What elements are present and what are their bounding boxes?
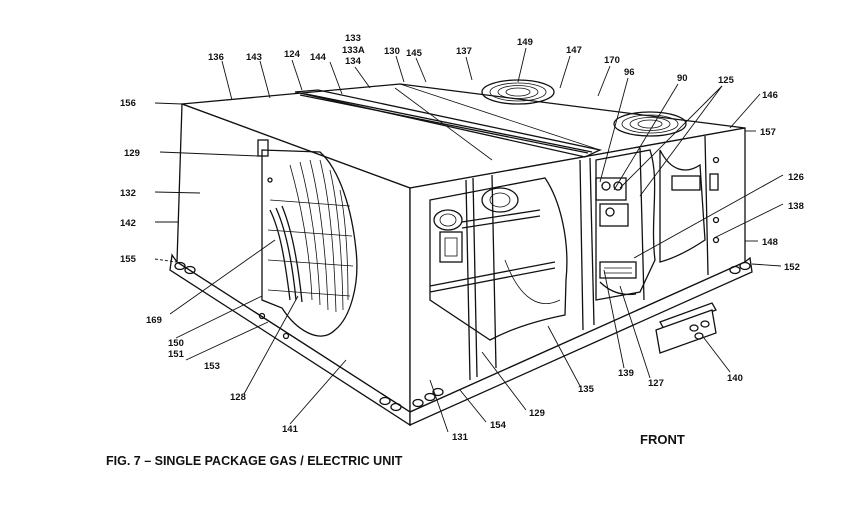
leader-lines — [154, 47, 784, 433]
callout-149: 149 — [517, 37, 533, 48]
callout-153: 153 — [204, 361, 220, 372]
callout-154: 154 — [490, 420, 507, 431]
callout-145: 145 — [406, 48, 423, 59]
callout-156: 156 — [120, 98, 136, 109]
front-label: FRONT — [640, 432, 685, 447]
control-compartment — [595, 149, 720, 301]
callout-169: 169 — [146, 315, 162, 326]
access-panel-detached — [655, 302, 717, 354]
callout-labels: 136 143 124 144 133 133A 134 130 145 137… — [120, 33, 804, 443]
callout-157: 157 — [760, 127, 776, 138]
figure-caption: FIG. 7 – SINGLE PACKAGE GAS / ELECTRIC U… — [106, 454, 403, 468]
base-rail-front — [409, 256, 753, 427]
callout-151: 151 — [168, 349, 185, 360]
callout-146: 146 — [762, 90, 778, 101]
blower-cutaway — [429, 177, 568, 341]
callout-152: 152 — [784, 262, 800, 273]
callout-133: 133 — [345, 33, 361, 44]
callout-136: 136 — [208, 52, 224, 63]
callout-129-top: 129 — [124, 148, 140, 159]
callout-148: 148 — [762, 237, 778, 248]
callout-129-bottom: 129 — [529, 408, 545, 419]
callout-137: 137 — [456, 46, 472, 57]
callout-90: 90 — [677, 73, 688, 84]
callout-139: 139 — [618, 368, 634, 379]
callout-155: 155 — [120, 254, 137, 265]
callout-144: 144 — [310, 52, 327, 63]
callout-133a: 133A — [342, 45, 365, 56]
callout-128: 128 — [230, 392, 246, 403]
callout-170: 170 — [604, 55, 620, 66]
callout-125: 125 — [718, 75, 735, 86]
callout-96: 96 — [624, 67, 635, 78]
unit-body — [169, 79, 753, 427]
callout-141: 141 — [282, 424, 299, 435]
callout-135: 135 — [578, 384, 595, 395]
callout-143: 143 — [246, 52, 262, 63]
callout-132: 132 — [120, 188, 136, 199]
condenser-fan-guard — [481, 79, 687, 137]
callout-130: 130 — [384, 46, 400, 57]
rigging-holes — [174, 261, 751, 412]
callout-124: 124 — [284, 49, 301, 60]
callout-127: 127 — [648, 378, 664, 389]
callout-150: 150 — [168, 338, 184, 349]
callout-138: 138 — [788, 201, 804, 212]
callout-140: 140 — [727, 373, 743, 384]
evaporator-coil-cutaway — [257, 139, 358, 337]
callout-142: 142 — [120, 218, 136, 229]
callout-134: 134 — [345, 56, 362, 67]
callout-131: 131 — [452, 432, 469, 443]
callout-147: 147 — [566, 45, 582, 56]
callout-126: 126 — [788, 172, 804, 183]
front-posts — [465, 135, 709, 381]
